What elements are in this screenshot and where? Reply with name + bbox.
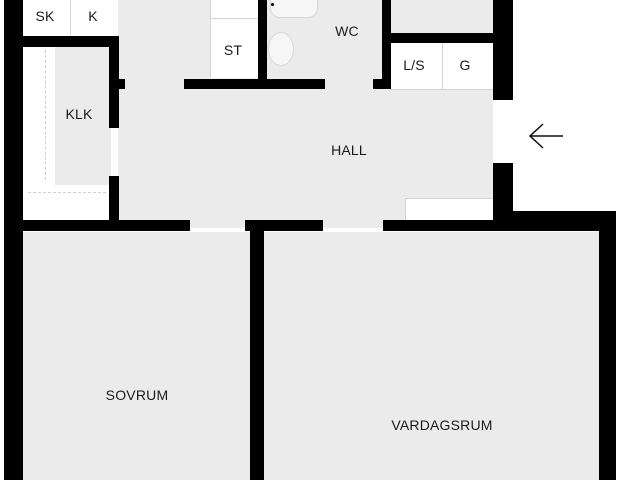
klk-bottom-strip — [23, 185, 111, 220]
klk-floor — [55, 47, 111, 185]
st-top-cabinet — [210, 0, 258, 18]
klk-right-wall-upper — [109, 36, 119, 128]
top-right-closet-floor — [391, 0, 493, 33]
ls-g-divider — [442, 43, 443, 89]
klk-right-stub — [119, 79, 125, 89]
klk-dashed-line — [45, 50, 46, 180]
vardagsrum-top-wall — [383, 220, 615, 231]
room-label-klk: KLK — [65, 106, 93, 122]
wc-toilet — [268, 32, 294, 66]
room-label-wc: WC — [335, 23, 359, 39]
room-label-vardagsrum: VARDAGSRUM — [391, 417, 493, 433]
wc-st-divider-wall — [258, 0, 267, 82]
ls-g-front — [391, 89, 493, 90]
left-outer-wall — [4, 0, 23, 480]
sovrum-vardagsrum-wall — [250, 220, 264, 480]
room-label-sk: SK — [35, 8, 55, 24]
right-outer-wall — [599, 211, 616, 480]
room-label-st: ST — [223, 42, 243, 58]
ls-g-top-wall — [391, 33, 493, 43]
wc-right-wall — [382, 0, 391, 89]
entry-lower-jamb — [493, 163, 513, 223]
klk-top-wall — [23, 36, 119, 47]
sovrum-right-top-wall — [245, 220, 323, 231]
room-label-sovrum: SOVRUM — [105, 387, 169, 403]
st-front — [210, 0, 211, 78]
klk-dashed-line-bottom — [28, 192, 106, 193]
outside-entrance — [493, 100, 640, 210]
st-shelf-line — [210, 18, 258, 19]
wc-right-foot — [373, 79, 391, 89]
room-label-hall: HALL — [331, 142, 367, 158]
vardagsrum-floor — [264, 232, 599, 480]
wc-tap — [271, 3, 274, 6]
sk-k-divider — [70, 0, 71, 35]
entry-upper-jamb — [493, 0, 513, 100]
room-label-k: K — [88, 8, 98, 24]
room-label-ls: L/S — [403, 57, 425, 73]
room-label-g: G — [459, 57, 471, 73]
st-closet — [210, 18, 258, 78]
entry-lower-step — [493, 211, 616, 223]
klk-right-wall-lower — [109, 176, 119, 228]
sovrum-floor — [23, 232, 250, 480]
arrow-left-icon — [528, 123, 563, 149]
wc-bottom-wall — [184, 79, 325, 89]
sovrum-top-wall — [23, 220, 190, 231]
shelf-edge — [405, 198, 406, 220]
hall-shelf — [405, 198, 493, 220]
wc-sink — [270, 0, 318, 18]
shelf-top — [405, 198, 493, 199]
